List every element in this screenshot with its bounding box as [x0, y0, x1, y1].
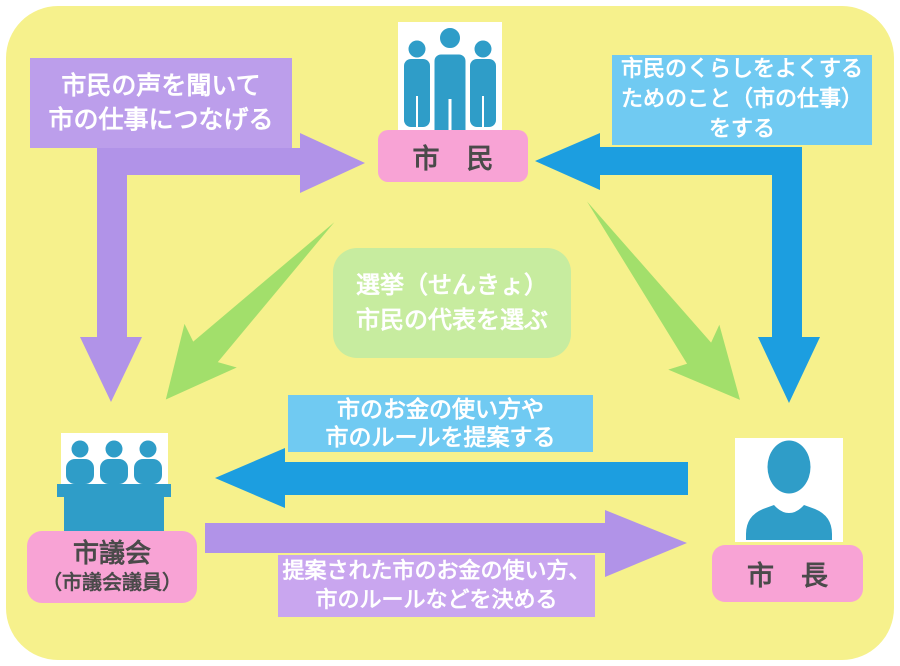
- callout-decide-line2: 市のルールなどを決める: [315, 588, 558, 613]
- callout-listen-line1: 市民の声を聞いて: [61, 71, 261, 100]
- council-node-label: 市議会 （市議会議員）: [27, 531, 197, 603]
- arrow-propose-blue: [215, 448, 688, 508]
- arrow-election-to-council: [165, 222, 335, 400]
- callout-decide-line1: 提案された市のお金の使い方、: [282, 559, 591, 584]
- council-label-text: 市議会: [72, 539, 151, 569]
- mayor-icon: [735, 438, 843, 542]
- callout-election: 選挙（せんきょ） 市民の代表を選ぶ: [333, 248, 571, 358]
- council-icon: [57, 433, 171, 532]
- callout-listen-line2: 市の仕事につなげる: [48, 105, 274, 134]
- callout-election-line2: 市民の代表を選ぶ: [356, 306, 548, 334]
- arrow-election-to-mayor: [587, 201, 741, 400]
- citizens-group-icon: [398, 22, 502, 140]
- arrow-work-blue: [535, 133, 820, 403]
- citizens-node-label: 市 民: [378, 130, 528, 182]
- callout-work-line1: 市民のくらしをよくする: [620, 57, 863, 82]
- mayor-label-text: 市 長: [747, 561, 828, 592]
- callout-decide: 提案された市のお金の使い方、 市のルールなどを決める: [278, 555, 595, 617]
- callout-listen-to-citizens: 市民の声を聞いて 市の仕事につなげる: [30, 58, 292, 148]
- mayor-node-label: 市 長: [712, 545, 863, 602]
- callout-propose-line1: 市のお金の使い方や: [337, 396, 544, 423]
- arrow-listen-purple: [80, 133, 365, 402]
- council-sublabel-text: （市議会議員）: [42, 570, 182, 594]
- callout-work-line3: をする: [708, 117, 775, 142]
- arrow-decide-purple: [205, 510, 687, 577]
- callout-propose-line2: 市のルールを提案する: [325, 424, 556, 451]
- citizens-label-text: 市 民: [412, 143, 494, 175]
- callout-propose: 市のお金の使い方や 市のルールを提案する: [288, 395, 593, 452]
- callout-city-work: 市民のくらしをよくする ためのこと（市の仕事） をする: [612, 55, 872, 145]
- callout-work-line2: ためのこと（市の仕事）: [620, 87, 863, 112]
- callout-election-line1: 選挙（せんきょ）: [356, 271, 548, 299]
